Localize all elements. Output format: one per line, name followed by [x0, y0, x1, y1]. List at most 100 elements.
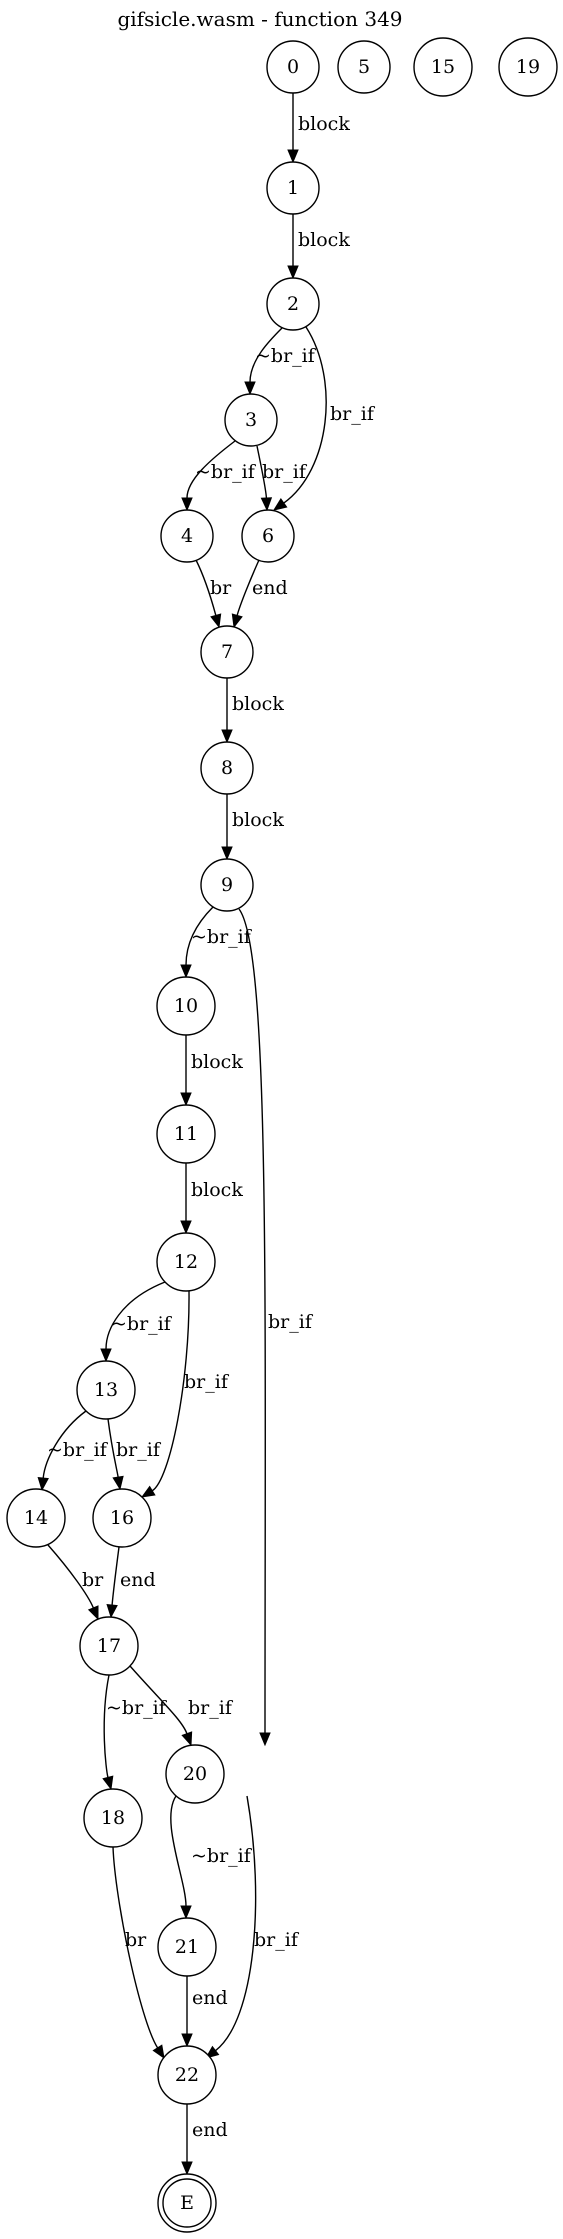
node-circle [156, 1232, 216, 1292]
node-label: 14 [24, 1507, 48, 1529]
arrowhead-icon [231, 613, 243, 629]
edge-label: end [192, 1987, 228, 2009]
edge-label: ~br_if [47, 1439, 109, 1461]
node-circle [266, 40, 320, 94]
edge-13-14: ~br_if [37, 1410, 109, 1492]
node-label: 16 [110, 1507, 134, 1529]
edge-line [256, 445, 268, 499]
arrowhead-icon [180, 1905, 192, 1920]
edge-line [236, 559, 260, 616]
edge-label: br [82, 1569, 104, 1591]
arrowhead-icon [180, 964, 192, 979]
node-label: 22 [175, 2064, 199, 2086]
edge-12-13: ~br_if [100, 1281, 173, 1363]
arrowhead-icon [210, 613, 222, 629]
node-label: 4 [181, 525, 193, 547]
edge-17-20: br_if [129, 1665, 234, 1747]
edge-9-20: br_if [238, 908, 314, 1747]
node-circle [76, 1360, 136, 1420]
arrowhead-icon [100, 1348, 112, 1363]
node-circle [160, 509, 214, 563]
node-16: 16 [92, 1488, 152, 1548]
node-label: 18 [101, 1807, 125, 1829]
edge-2-3: ~br_if [244, 327, 317, 396]
edge-20-21: ~br_if [170, 1795, 253, 1920]
node-0: 0 [266, 40, 320, 94]
node-17: 17 [79, 1616, 139, 1676]
arrowhead-icon [259, 1732, 271, 1747]
edge-2-6: br_if [272, 326, 376, 511]
node-circle [92, 1488, 152, 1548]
node-10: 10 [156, 976, 216, 1036]
arrowhead-icon [152, 2044, 165, 2060]
arrowhead-icon [102, 1775, 114, 1791]
node-label: 7 [221, 641, 233, 663]
node-label: 19 [516, 56, 540, 78]
node-1: 1 [266, 161, 320, 215]
node-circle [156, 1104, 216, 1164]
edge-14-17: br [47, 1544, 104, 1621]
arrowhead-icon [87, 1605, 99, 1621]
node-label: 20 [183, 1763, 207, 1785]
edge-line [105, 1281, 166, 1350]
edge-label: end [120, 1569, 156, 1591]
node-label: 12 [174, 1251, 198, 1273]
node-7: 7 [200, 625, 254, 679]
edge-7-8: block [221, 677, 284, 744]
node-12: 12 [156, 1232, 216, 1292]
node-circle [157, 1917, 217, 1977]
arrowhead-icon [106, 1604, 118, 1619]
node-label: 13 [94, 1379, 118, 1401]
edge-line [103, 1674, 110, 1778]
node-18: 18 [83, 1788, 143, 1848]
node-20: 20 [165, 1744, 225, 1804]
edge-0-1: block [287, 92, 350, 164]
edge-1-2: block [287, 213, 350, 280]
node-11: 11 [156, 1104, 216, 1164]
edge-label: block [191, 1051, 243, 1073]
node-label: 5 [358, 56, 370, 78]
node-label: 10 [174, 995, 198, 1017]
edge-line [283, 326, 327, 504]
arrowhead-icon [181, 1731, 193, 1747]
edge-label: ~br_if [191, 1845, 253, 1867]
node-circle [6, 1488, 66, 1548]
edge-line [195, 559, 217, 616]
node-circle [200, 625, 254, 679]
node-circle [157, 2045, 217, 2105]
edge-label: block [232, 693, 284, 715]
edge-line [129, 1665, 188, 1734]
node-14: 14 [6, 1488, 66, 1548]
edge-line [170, 1795, 187, 1907]
node-label: E [180, 2192, 194, 2214]
arrowhead-icon [244, 381, 256, 396]
edge-label: br_if [262, 461, 308, 483]
node-circle [224, 393, 278, 447]
edge-8-9: block [221, 793, 284, 861]
arrowhead-icon [221, 846, 233, 861]
edge-label: end [252, 577, 288, 599]
edge-line [47, 1544, 95, 1609]
edge-21-22: end [181, 1975, 228, 2048]
node-circle [200, 741, 254, 795]
node-5: 5 [337, 40, 391, 94]
edge-label: br [210, 577, 232, 599]
arrowhead-icon [180, 1220, 192, 1235]
node-circle [200, 858, 254, 912]
edge-18-22: br [112, 1846, 165, 2060]
edge-line [186, 440, 236, 499]
edge-label: br_if [254, 1929, 300, 1951]
node-label: 0 [287, 56, 299, 78]
edge-line [151, 1290, 190, 1492]
node-3: 3 [224, 393, 278, 447]
edge-label: br_if [184, 1371, 230, 1393]
edge-line [112, 1846, 159, 2049]
node-circle [156, 976, 216, 1036]
edge-label: br_if [188, 1697, 234, 1719]
node-22: 22 [157, 2045, 217, 2105]
node-label: 8 [221, 757, 233, 779]
edge-line [185, 906, 214, 966]
arrowhead-icon [181, 2033, 193, 2048]
